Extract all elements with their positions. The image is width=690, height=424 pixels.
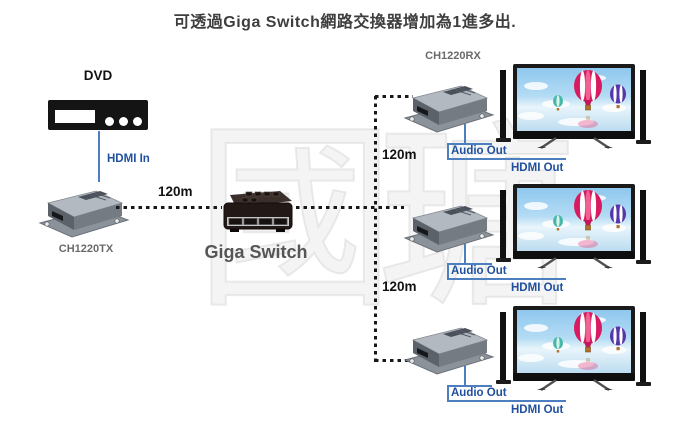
rx-device-label: CH1220RX — [425, 50, 481, 62]
hdmi-out-line — [447, 278, 566, 280]
hdmi-out-label: HDMI Out — [511, 404, 564, 416]
hdmi-out-drop-line — [447, 143, 449, 160]
speaker-icon — [496, 190, 651, 264]
tv-legs — [540, 257, 610, 269]
distance-branch-bottom: 120m — [382, 279, 417, 294]
balloon-small-teal — [553, 337, 563, 353]
balloon-medium-purple — [610, 326, 626, 351]
audio-out-line — [464, 244, 466, 264]
hdmi-extender-rx-icon — [403, 85, 495, 133]
tv-icon — [496, 184, 651, 269]
tv-icon — [496, 64, 651, 149]
hdmi-out-line — [447, 400, 566, 402]
speaker-icon — [496, 312, 651, 386]
audio-out-shelf-line — [447, 143, 492, 145]
distance-tx-switch: 120m — [158, 184, 193, 199]
diagram-title: 可透過Giga Switch網路交換器增加為1進多出. — [173, 14, 517, 31]
tv-icon — [496, 306, 651, 391]
tv-legs — [540, 137, 610, 149]
output-group-3: Audio Out HDMI Out — [400, 292, 690, 424]
hdmi-in-line — [98, 131, 100, 182]
balloon-medium-purple — [610, 204, 626, 229]
hdmi-extender-rx-icon — [403, 205, 495, 253]
cable-branch-vertical — [374, 96, 377, 362]
hdmi-out-drop-line — [447, 385, 449, 402]
output-group-1: CH1220RX Audio Out HDMI Out — [400, 50, 690, 185]
balloon-large-pink — [574, 312, 602, 353]
audio-out-shelf-line — [447, 385, 492, 387]
audio-out-shelf-line — [447, 263, 492, 265]
balloon-large-pink — [574, 70, 602, 111]
cable-tx-to-switch — [116, 206, 222, 209]
dvd-button — [119, 117, 128, 126]
giga-switch-icon — [223, 191, 293, 232]
hdmi-out-drop-line — [447, 263, 449, 280]
dvd-button — [133, 117, 142, 126]
cable-branch-top — [375, 95, 413, 98]
hdmi-extender-tx-icon — [38, 190, 130, 238]
balloon-large-pink — [574, 190, 602, 231]
tx-device-label: CH1220TX — [58, 243, 114, 255]
dvd-label: DVD — [83, 68, 113, 83]
audio-out-label: Audio Out — [451, 387, 507, 399]
output-group-2: Audio Out HDMI Out — [400, 170, 690, 305]
hdmi-out-line — [447, 158, 566, 160]
audio-out-line — [464, 124, 466, 144]
cable-branch-bottom — [375, 359, 417, 362]
dvd-button — [105, 117, 114, 126]
hdmi-in-label: HDMI In — [107, 153, 150, 165]
distance-branch-top: 120m — [382, 147, 417, 162]
dvd-tray — [55, 110, 95, 123]
hdmi-out-label: HDMI Out — [511, 282, 564, 294]
balloon-small-teal — [553, 215, 563, 231]
giga-switch-label: Giga Switch — [204, 242, 308, 262]
hdmi-extender-rx-icon — [403, 327, 495, 375]
audio-out-label: Audio Out — [451, 145, 507, 157]
balloon-small-teal — [553, 95, 563, 111]
audio-out-line — [464, 366, 466, 386]
tv-legs — [540, 379, 610, 391]
audio-out-label: Audio Out — [451, 265, 507, 277]
dvd-player-icon — [48, 100, 148, 130]
speaker-icon — [496, 70, 651, 144]
hdmi-out-label: HDMI Out — [511, 162, 564, 174]
cable-switch-to-rx-middle — [296, 206, 404, 209]
balloon-medium-purple — [610, 84, 626, 109]
